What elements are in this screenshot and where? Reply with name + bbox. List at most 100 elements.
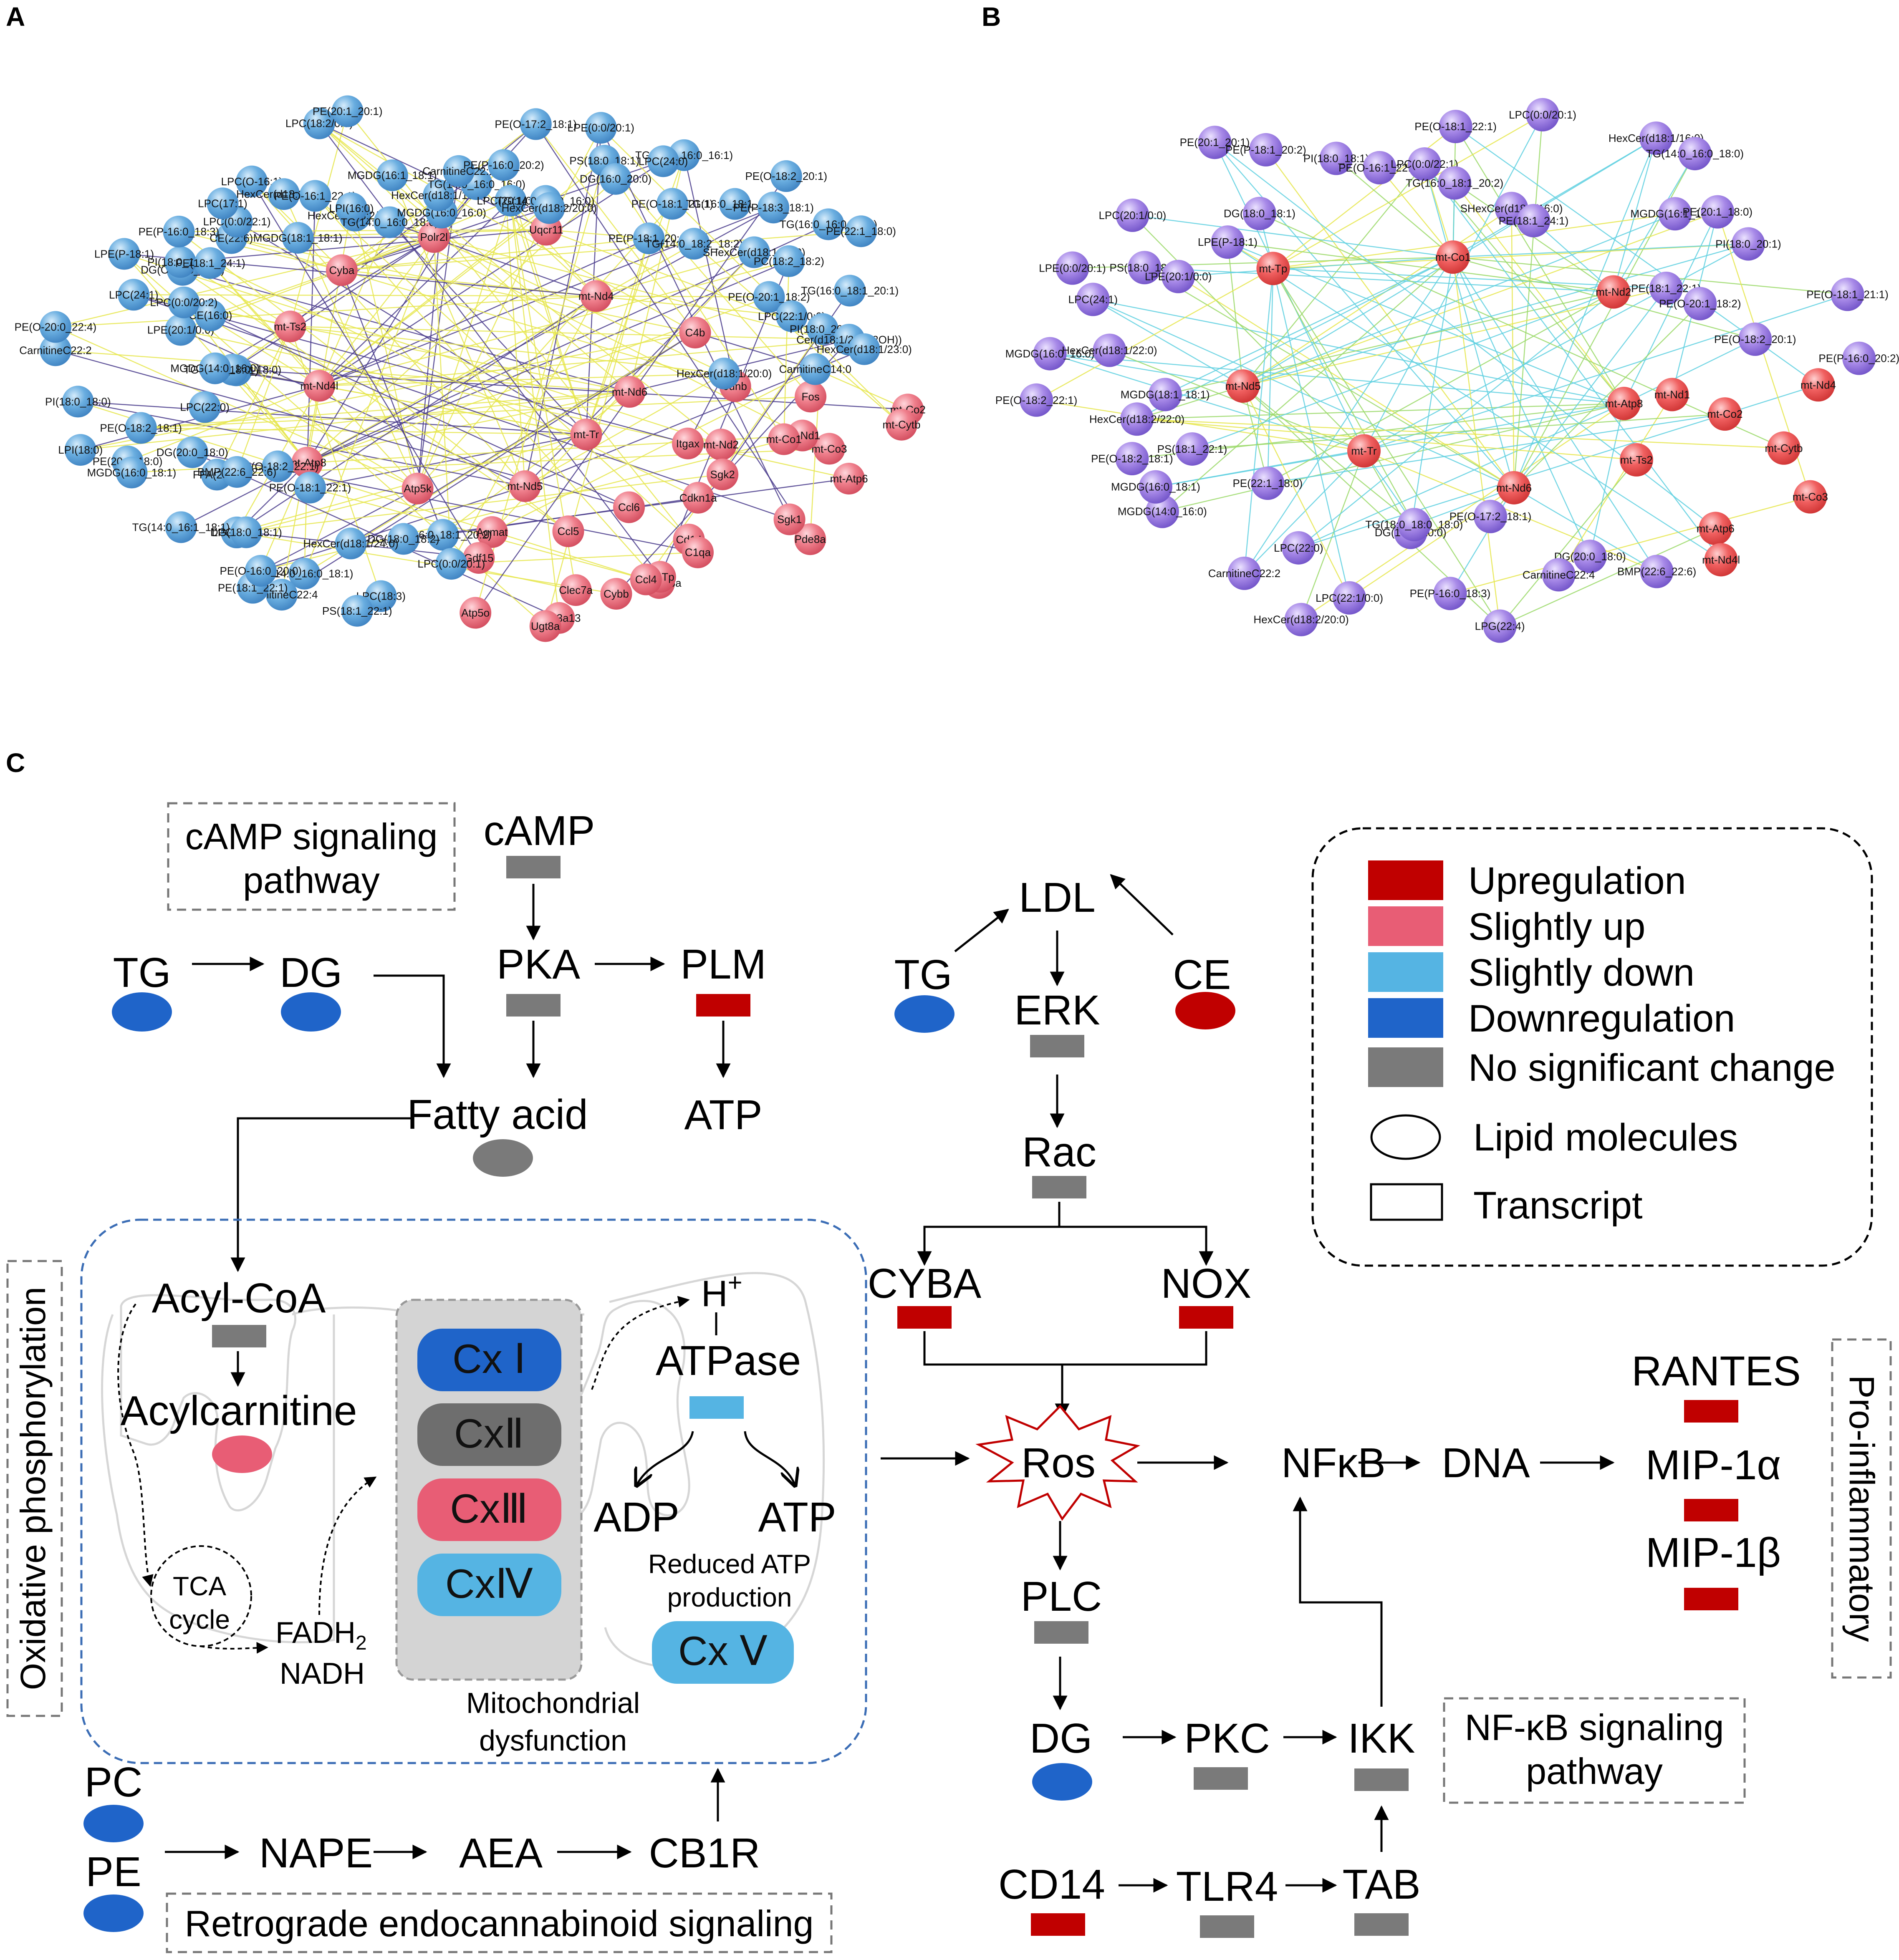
network-b-edge (1453, 243, 1748, 258)
network-a-transcript-circle (613, 491, 645, 523)
network-a-edge (289, 111, 348, 327)
arrow-dg-fattyacid (374, 974, 451, 1078)
network-a-transcript-circle (580, 280, 612, 312)
plc-bar (1034, 1621, 1088, 1644)
arrow-rac-cyba (917, 1202, 1061, 1266)
network-a-edge (318, 123, 630, 393)
dg2-label: DG (1030, 1715, 1092, 1762)
network-a-lipid-circle (194, 247, 226, 279)
network-b-edge (1267, 291, 1614, 484)
network-a-edge (133, 294, 688, 444)
network-a-node-label: TG(14:0_16:1_18:1) (132, 521, 230, 533)
network-b-node-label: PE(20:1_18:0) (1682, 206, 1753, 218)
network-b-node-label: BMP(22:6_22:6) (1617, 565, 1696, 578)
network-a-node-label: PS(18:1_22:1) (322, 605, 392, 617)
network-b-edge (1450, 487, 1515, 594)
network-a-transcript-circle (614, 376, 646, 408)
network-a-node-label: Fos (801, 390, 819, 403)
network-b-transcript-circle (1801, 368, 1835, 402)
network-b-node-label: HexCer(d18:2/20:0) (1253, 613, 1348, 626)
network-a-node-sgk2: Sgk2 (707, 458, 739, 490)
network-b-node-dg-18-0-18-1: DG(18:0_18:1) (1224, 197, 1295, 230)
cb1r-label: CB1R (649, 1830, 760, 1877)
network-b-lipid-circle (1319, 141, 1353, 175)
network-b-edge (1242, 386, 1268, 484)
network-a-transcript-circle (326, 254, 358, 286)
network-b-edge (1364, 294, 1848, 452)
ros-label: Ros (1021, 1440, 1096, 1486)
network-a-lipid-circle (719, 188, 751, 220)
network-b-edge (1214, 142, 1365, 452)
network-a-lipid-circle (374, 206, 406, 238)
network-b-edge (1136, 257, 1453, 420)
cd14-bar (1031, 1913, 1085, 1936)
fatty-acid-label: Fatty acid (407, 1091, 588, 1138)
network-a-lipid-circle (303, 107, 335, 139)
network-a-node-mt-atp8: mt-Atp8 (288, 446, 326, 479)
panel-letter-a: A (6, 2, 25, 32)
network-b-node-pe-20-1-18-0: PE(20:1_18:0) (1682, 195, 1753, 229)
network-b-node-mgdg-16-0-16-0: MGDG(16:0_16:0) (1005, 337, 1094, 371)
network-a-edge (341, 212, 442, 271)
atp-mito-label: ATP (758, 1494, 836, 1541)
network-a-node-gdf15: Gdf15 (463, 542, 495, 574)
network-a-node-label: Atp5o (461, 607, 490, 619)
network-a-node-label: Polr2l (420, 231, 447, 243)
mip1a-label: MIP-1α (1646, 1442, 1781, 1488)
network-a-edge (182, 269, 569, 532)
network-a-node-ccl5: Ccl5 (552, 515, 584, 547)
network-a-node-lpc-18-3: LPC(18:3) (356, 580, 406, 612)
network-b-node-label: mt-Co3 (1793, 491, 1828, 503)
network-b-edge (1136, 419, 1637, 461)
network-a-lipid-circle (335, 192, 367, 224)
network-b-node-label: mt-Cytb (1765, 442, 1803, 454)
network-b-edge (1162, 257, 1454, 512)
network-a-node-mt-cytb: mt-Cytb (882, 409, 920, 441)
network-a-lipid-circle (376, 159, 408, 192)
network-b-node-label: HexCer(d18:2/22:0) (1089, 413, 1184, 425)
network-b-node-carnitinec22-4: CarnitineC22:4 (1523, 558, 1595, 592)
network-b-edge (1533, 220, 1614, 293)
camp-pathway-label-1: cAMP signaling (185, 816, 438, 857)
tca-label-1: TCA (173, 1571, 226, 1601)
network-a-node-label: MGDG(14:0_16:0) (170, 362, 260, 375)
network-b-lipid-circle (1116, 198, 1149, 232)
network-a-node-label: mt-Ts2 (274, 320, 306, 333)
legend-swatch-sldown (1368, 952, 1443, 992)
network-a-edge (215, 368, 418, 489)
network-a-node-lpc-24-0: LPC(24:0) (639, 145, 688, 177)
network-a-node-label: LPE(0:0/20:1) (568, 121, 634, 134)
network-a-lipid-circle (165, 314, 197, 346)
network-a-transcript-circle (476, 516, 508, 548)
network-b-edge (1136, 385, 1243, 420)
network-a-transcript-circle (795, 381, 827, 413)
network-b-node-mt-co2: mt-Co2 (1707, 397, 1742, 431)
network-b-node-mt-nd2: mt-Nd2 (1596, 275, 1631, 309)
network-a-edge (783, 261, 790, 439)
network-a-edge (535, 124, 696, 333)
network-b-node-pi-18-0-20-1: PI(18:0_20:1) (1715, 227, 1781, 261)
network-a-node-c4b: C4b (679, 317, 711, 349)
network-b-lipid-circle (1649, 271, 1683, 305)
network-a-node-ccl6: Ccl6 (613, 491, 645, 523)
network-a-transcript-circle (813, 433, 845, 465)
network-a-edge (600, 127, 902, 425)
network-b-node-mt-nd4: mt-Nd4 (1801, 368, 1836, 402)
proinflam-label: Pro-inflammatory (1842, 1375, 1881, 1642)
network-b-edge (1227, 241, 1614, 293)
network-a-lipid-circle (163, 215, 195, 247)
network-a-edge (307, 224, 829, 463)
network-a-node-mt-co3: mt-Co3 (811, 433, 847, 465)
network-b-node-label: PE(20:1_20:1) (1180, 136, 1250, 149)
network-a-transcript-circle (885, 409, 917, 441)
network-b-node-pe-o-18-1-21-1: PE(O-18:1_21:1) (1806, 277, 1889, 311)
network-a-node-label: HexCer(d18:2/20:0) (502, 202, 597, 214)
network-a-edge (310, 434, 586, 488)
tg1-lipid (112, 992, 172, 1032)
network-b-edge (1178, 256, 1453, 277)
network-a-node-label: mt-Atp6 (830, 472, 868, 485)
network-a-node-bmp-22-6-22-6: BMP(22:6_22:6) (197, 456, 276, 488)
network-a-node-lpc-o-16-1: LPC(O-16:1) (221, 165, 283, 197)
network-a-lipid-circle (341, 595, 373, 627)
